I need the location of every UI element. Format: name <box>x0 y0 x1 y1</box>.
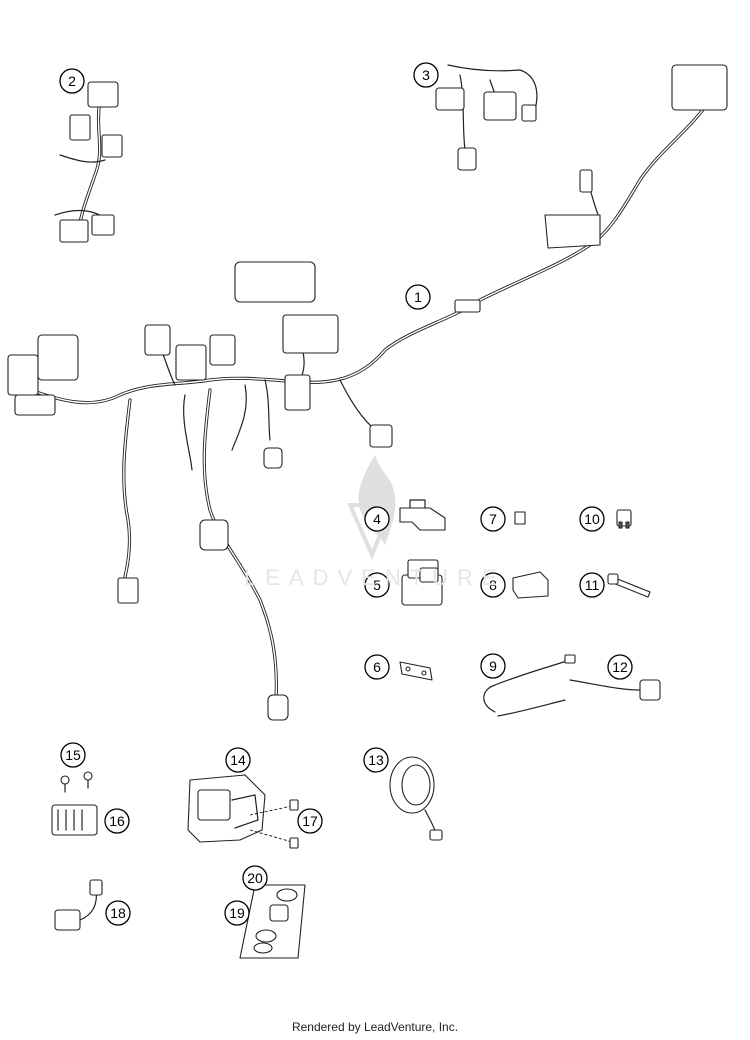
part-13-horn[interactable] <box>389 756 443 841</box>
watermark-text: LEADVENTURE <box>244 565 506 590</box>
part-9-cable-tie[interactable] <box>483 654 576 717</box>
callout-8: 8 <box>480 572 506 598</box>
part-4-connector-cover[interactable] <box>399 499 446 531</box>
part-18-sensor[interactable] <box>54 879 103 931</box>
watermark-flame-logo <box>346 455 396 561</box>
svg-text:16: 16 <box>109 813 125 829</box>
part-5-relay[interactable] <box>401 559 443 606</box>
callout-16: 16 <box>104 808 130 834</box>
callout-12: 12 <box>607 654 633 680</box>
callout-19: 19 <box>224 900 250 926</box>
svg-text:4: 4 <box>373 511 381 527</box>
callout-5: 5 <box>364 572 390 598</box>
svg-text:9: 9 <box>489 658 497 674</box>
svg-text:10: 10 <box>584 511 600 527</box>
part-10-fuse[interactable] <box>616 509 632 529</box>
sub-harness-3[interactable] <box>435 64 538 171</box>
svg-text:14: 14 <box>230 752 246 768</box>
callout-14: 14 <box>225 747 251 773</box>
svg-text:8: 8 <box>489 577 497 593</box>
callout-13: 13 <box>363 747 389 773</box>
part-6-bracket[interactable] <box>399 661 433 681</box>
part-7-clip[interactable] <box>514 511 526 525</box>
callout-2: 2 <box>59 68 85 94</box>
svg-text:5: 5 <box>373 577 381 593</box>
callout-4: 4 <box>364 506 390 532</box>
callout-10: 10 <box>579 506 605 532</box>
part-8-connector[interactable] <box>512 571 549 599</box>
callout-15: 15 <box>60 742 86 768</box>
svg-text:13: 13 <box>368 752 384 768</box>
callout-7: 7 <box>480 506 506 532</box>
callout-9: 9 <box>480 653 506 679</box>
part-12-sensor-cable[interactable] <box>569 679 661 701</box>
svg-text:18: 18 <box>110 905 126 921</box>
part-19-20-socket-assembly[interactable] <box>239 884 306 959</box>
svg-text:15: 15 <box>65 747 81 763</box>
callout-11: 11 <box>579 572 605 598</box>
part-14-control-unit-bracket[interactable] <box>187 774 266 843</box>
svg-text:6: 6 <box>373 659 381 675</box>
callout-20: 20 <box>242 865 268 891</box>
callout-6: 6 <box>364 654 390 680</box>
part-11-pin[interactable] <box>607 573 651 598</box>
svg-text:11: 11 <box>585 577 600 593</box>
footer-credit: Rendered by LeadVenture, Inc. <box>291 1020 459 1034</box>
svg-text:12: 12 <box>612 659 628 675</box>
svg-text:7: 7 <box>489 511 497 527</box>
main-wiring-harness[interactable] <box>7 64 728 721</box>
svg-text:1: 1 <box>414 289 422 305</box>
part-15-screws[interactable] <box>60 771 93 793</box>
sub-harness-2[interactable] <box>54 81 123 243</box>
callout-18: 18 <box>105 900 131 926</box>
svg-text:17: 17 <box>302 813 318 829</box>
svg-text:2: 2 <box>68 73 76 89</box>
callout-1: 1 <box>405 284 431 310</box>
callout-17: 17 <box>297 808 323 834</box>
svg-text:3: 3 <box>422 67 430 83</box>
part-16-voltage-regulator[interactable] <box>51 804 98 836</box>
svg-text:20: 20 <box>247 870 263 886</box>
part-17-bolts[interactable] <box>249 799 299 849</box>
callout-3: 3 <box>413 62 439 88</box>
svg-text:19: 19 <box>229 905 245 921</box>
